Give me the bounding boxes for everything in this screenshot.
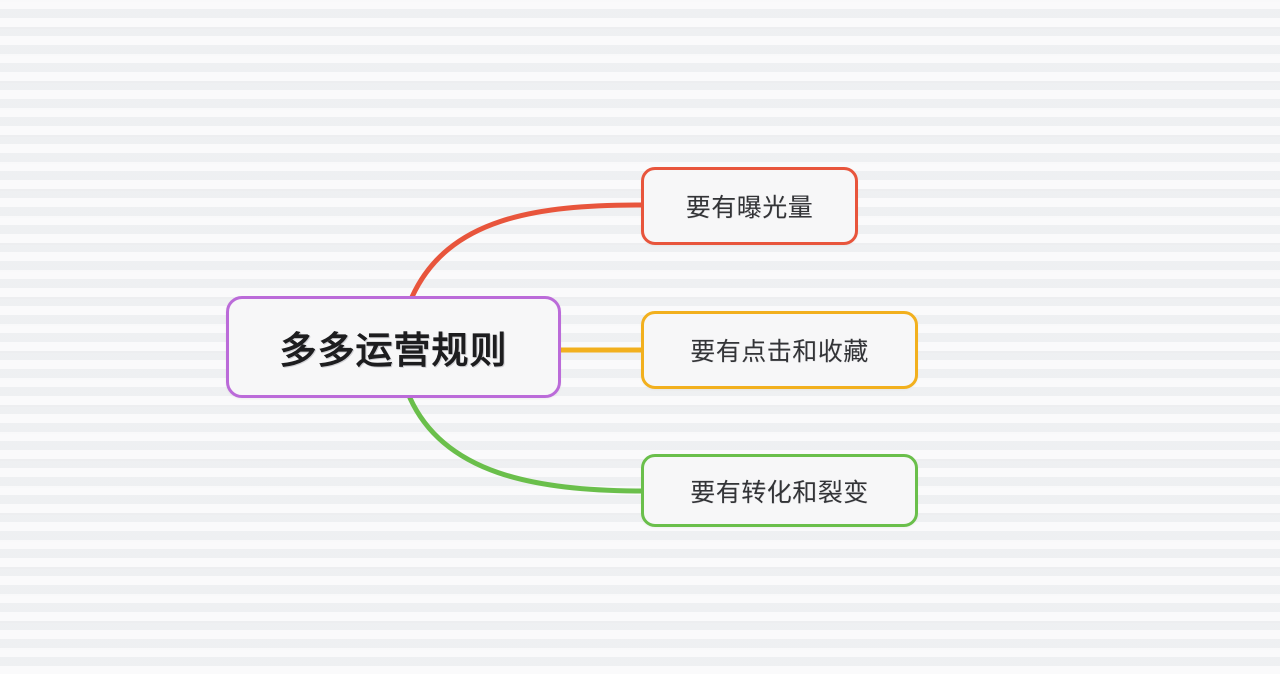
mindmap-branch-node-2[interactable]: 要有转化和裂变: [641, 454, 918, 527]
mindmap-root-label: 多多运营规则: [279, 330, 508, 371]
mindmap-branch-node-1[interactable]: 要有点击和收藏: [641, 311, 918, 389]
mindmap-branch-label-2: 要有转化和裂变: [690, 478, 869, 507]
mindmap-branch-label-1: 要有点击和收藏: [690, 338, 869, 366]
connector-branch-2: [407, 395, 644, 494]
mindmap-root-node[interactable]: 多多运营规则: [226, 296, 561, 398]
connector-branch-0: [409, 202, 644, 300]
mindmap-branch-label-0: 要有曝光量: [685, 194, 814, 222]
mindmap-branch-node-0[interactable]: 要有曝光量: [641, 167, 858, 245]
